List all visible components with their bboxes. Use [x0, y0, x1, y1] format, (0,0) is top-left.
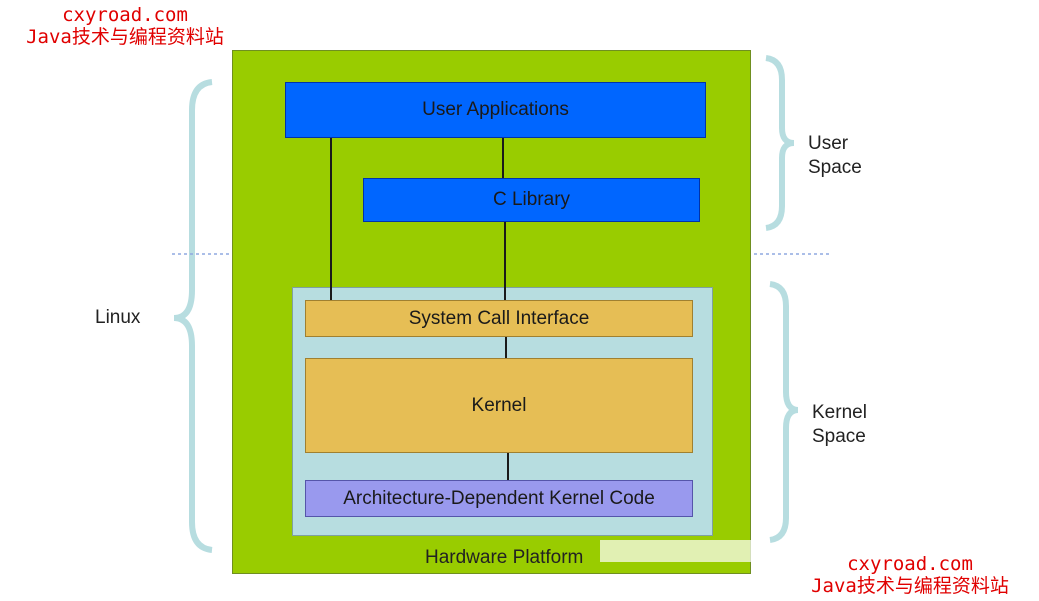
hardware-platform-label: Hardware Platform: [425, 547, 584, 568]
connector: [330, 138, 332, 300]
kernel-space-label: Kernel Space: [812, 401, 867, 449]
linux-label: Linux: [95, 307, 141, 328]
user-space-line1: User: [808, 133, 849, 154]
watermark-top: cxyroad.com Java技术与编程资料站: [0, 4, 250, 48]
connector: [505, 337, 507, 358]
kernel-space-line1: Kernel: [812, 402, 867, 423]
kernel-space-line2: Space: [812, 426, 866, 447]
watermark-tagline: Java技术与编程资料站: [26, 26, 224, 48]
kernel-space-brace: [769, 281, 799, 543]
system-call-interface-box: System Call Interface: [305, 300, 693, 337]
linux-brace: [173, 79, 213, 553]
connector: [502, 138, 504, 178]
user-space-line2: Space: [808, 157, 862, 178]
user-space-brace: [765, 55, 795, 231]
watermark-bottom: cxyroad.com Java技术与编程资料站: [780, 553, 1039, 597]
blur-overlay: [600, 540, 760, 562]
connector: [504, 222, 506, 300]
kernel-box: Kernel: [305, 358, 693, 453]
watermark-site: cxyroad.com: [62, 4, 188, 26]
connector: [507, 453, 509, 480]
watermark-tagline: Java技术与编程资料站: [811, 575, 1009, 597]
white-patch: [418, 575, 758, 601]
arch-code-box: Architecture-Dependent Kernel Code: [305, 480, 693, 517]
c-library-box: C Library: [363, 178, 700, 222]
user-space-label: User Space: [808, 132, 862, 180]
user-applications-box: User Applications: [285, 82, 706, 138]
watermark-site: cxyroad.com: [847, 553, 973, 575]
